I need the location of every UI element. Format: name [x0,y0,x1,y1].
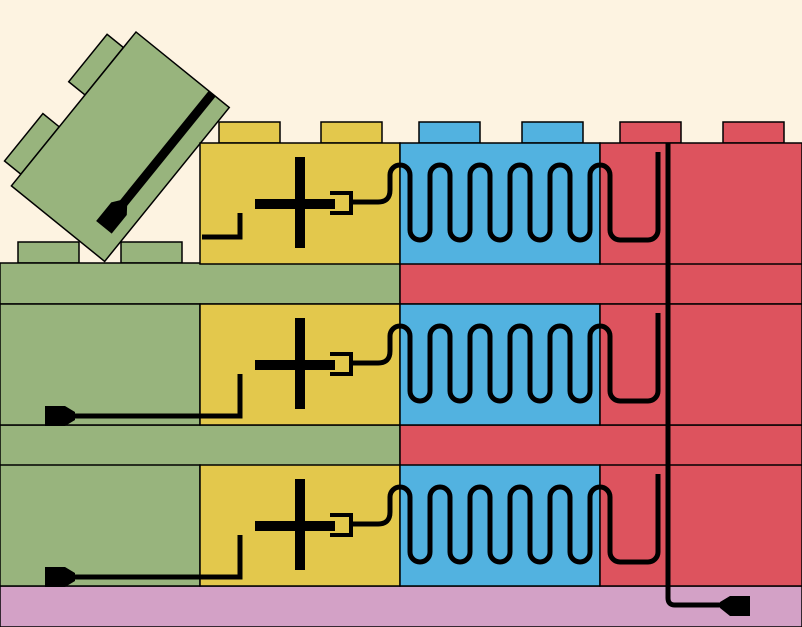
serpentine-channel [352,313,661,404]
blue-brick [399,142,601,265]
inlet-channel [202,213,243,240]
outlet-port [96,199,128,234]
connector-bracket [330,513,353,537]
tilted-green-brick [3,30,231,263]
green-plate [0,262,401,305]
red-brick [599,464,802,587]
brick-body [10,30,231,263]
green-plate [0,424,401,467]
outlet-port [720,596,750,616]
red-brick [599,142,802,265]
green-stud [17,241,80,264]
connector-bracket [330,352,353,376]
inlet-port [45,406,75,426]
mixer-cross [295,157,305,248]
mixer-cross [295,318,305,409]
red-stud [619,121,682,144]
blue-stud [418,121,481,144]
inlet-port [45,567,75,587]
blue-stud [521,121,584,144]
mixer-cross [295,479,305,570]
blue-brick [399,464,601,587]
channel [119,90,216,207]
channel-row-3 [45,474,661,587]
yellow-stud [218,121,281,144]
red-stud [722,121,785,144]
red-plate [399,424,802,467]
inlet-channel [70,535,243,580]
red-plate [399,262,802,305]
inlet-channel [70,374,243,419]
green-brick [0,464,201,587]
green-brick [0,303,201,426]
serpentine-channel [352,474,661,565]
yellow-stud [320,121,383,144]
red-brick [599,303,802,426]
serpentine-channel [352,152,661,243]
outlet-channel [665,143,725,608]
channel-row-2 [45,313,661,426]
connector-bracket [330,191,353,215]
channel-row-1 [202,152,661,248]
blue-brick [399,303,601,426]
green-stud [120,241,183,264]
